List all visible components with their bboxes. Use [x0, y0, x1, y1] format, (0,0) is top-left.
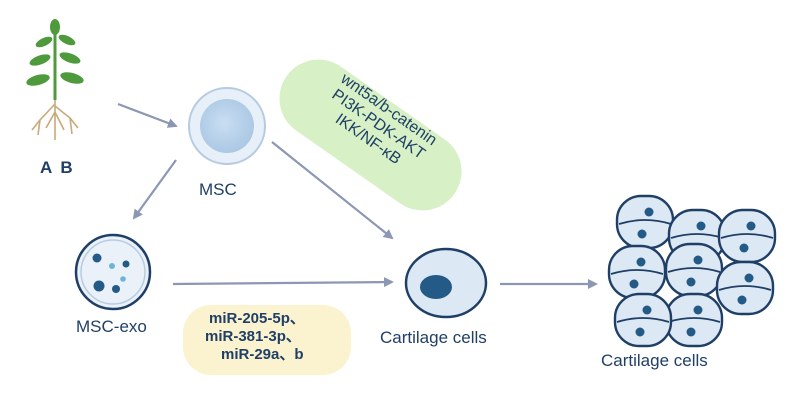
cartilage-cluster-icon	[607, 194, 777, 348]
msc-cell-icon	[188, 87, 266, 165]
mirna-list: miR-205-5p、 miR-381-3p、 miR-29a、b	[195, 310, 345, 364]
mirna-item: miR-205-5p、	[209, 310, 305, 327]
cartilage-cluster-label: Cartilage cells	[601, 351, 708, 370]
cartilage-cell-icon	[404, 247, 488, 319]
arrow-msc-to-exo	[132, 159, 177, 220]
msc-label: MSC	[199, 180, 237, 199]
msc-exo-label: MSC-exo	[76, 317, 147, 336]
exosome-icon	[74, 233, 152, 311]
cluster-cell	[664, 292, 724, 348]
cluster-cell	[715, 260, 775, 316]
mirna-item: miR-29a、b	[221, 346, 304, 363]
cluster-cell	[664, 242, 724, 298]
mirna-box	[183, 305, 351, 375]
cluster-cell	[607, 244, 667, 300]
plant-icon	[26, 19, 84, 140]
cartilage-cell-label: Cartilage cells	[380, 328, 487, 347]
mirna-item: miR-381-3p、	[205, 328, 301, 345]
arrow-exo-to-cartilage	[172, 277, 394, 288]
arrow-msc-to-cartilage	[271, 141, 394, 240]
arrow-ab-to-msc	[117, 102, 178, 128]
cluster-cell	[717, 208, 777, 264]
cluster-cell	[613, 292, 673, 348]
source-label: A B	[40, 158, 75, 177]
cluster-cell	[615, 194, 675, 250]
